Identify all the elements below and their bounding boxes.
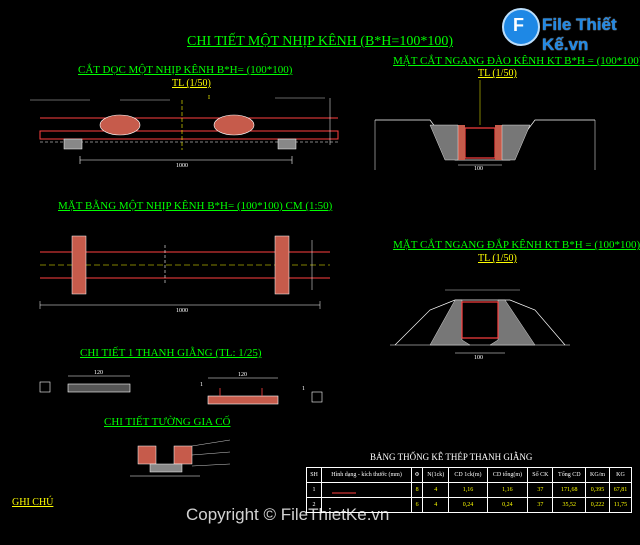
long-section-drawing	[30, 97, 339, 164]
table-cell: 1	[305, 482, 323, 498]
table-cell: 0,24	[448, 497, 488, 513]
cross-fill-drawing	[390, 289, 570, 354]
cross-fill-title: MẶT CẮT NGANG ĐẮP KÊNH KT B*H = (100*100…	[393, 239, 640, 251]
beam-length-dim: 120	[94, 370, 103, 376]
table-cell: 171,68	[552, 482, 587, 498]
beam-length-dim-2: 120	[238, 372, 247, 378]
cross-fill-scale: TL (1/50)	[478, 253, 517, 264]
table-header: KG/m	[585, 467, 610, 483]
long-section-scale: TL (1/50)	[172, 78, 211, 89]
table-cell: 37	[527, 497, 554, 513]
logo-badge-icon: F	[502, 8, 540, 46]
copyright-watermark: Copyright © FileThietKe.vn	[186, 505, 390, 524]
plan-drawing	[39, 235, 330, 309]
table-header: KG	[608, 467, 633, 483]
section-mark-i: I	[208, 95, 210, 101]
table-header: Tổng CD	[552, 467, 587, 483]
tie-beam-drawing	[39, 375, 323, 405]
table-header-row: SH Hình dạng - kích thước (mm) Φ N(1ck) …	[305, 467, 633, 483]
table-header: CD tổng(m)	[486, 467, 529, 483]
plan-span-dim: 1000	[176, 308, 188, 314]
table-cell: 4	[422, 497, 450, 513]
fill-width-dim: 100	[474, 355, 483, 361]
table-cell: 0,24	[486, 497, 529, 513]
wall-drawing	[130, 439, 231, 477]
wall-title: CHI TIẾT TƯỜNG GIA CỐ	[104, 416, 231, 428]
cross-dig-drawing	[374, 80, 596, 170]
table-header: Số CK	[527, 467, 554, 483]
cross-dig-title: MẶT CẮT NGANG ĐÀO KÊNH KT B*H = (100*100…	[393, 55, 640, 67]
plan-title: MẶT BẰNG MỘT NHỊP KÊNH B*H= (100*100) CM…	[58, 200, 333, 212]
table-cell: 2	[305, 497, 323, 513]
logo-text: File Thiết Kế.vn	[542, 15, 617, 54]
table-cell: 67,81	[608, 482, 633, 498]
cross-dig-scale: TL (1/50)	[478, 68, 517, 79]
table-header: SH	[305, 467, 323, 483]
dig-width-dim: 100	[474, 166, 483, 172]
steel-table: SH Hình dạng - kích thước (mm) Φ N(1ck) …	[305, 467, 633, 513]
section-mark-2: 1	[302, 386, 305, 392]
notes-title: GHI CHÚ	[12, 497, 54, 508]
table-header: N(1ck)	[422, 467, 450, 483]
table-cell: 37	[527, 482, 554, 498]
long-section-title: CẮT DỌC MỘT NHỊP KÊNH B*H= (100*100)	[78, 64, 293, 76]
table-cell: 0,395	[585, 482, 610, 498]
table-header: Φ	[410, 467, 424, 483]
table-header: Hình dạng - kích thước (mm)	[321, 467, 412, 483]
table-cell	[321, 482, 412, 498]
table-row: 2 6 4 0,24 0,24 37 35,52 0,222 11,75	[305, 497, 633, 513]
table-cell: 35,52	[552, 497, 587, 513]
drawing-title: CHI TIẾT MỘT NHỊP KÊNH (B*H=100*100)	[187, 34, 453, 49]
section-mark-1: 1	[200, 382, 203, 388]
table-cell: 8	[410, 482, 424, 498]
site-logo: F File Thiết Kế.vn	[502, 8, 630, 54]
table-cell: 1,16	[486, 482, 529, 498]
steel-table-title: BẢNG THỐNG KÊ THÉP THANH GIẰNG	[370, 452, 533, 462]
long-span-dim: 1000	[176, 163, 188, 169]
table-header: CD 1ck(m)	[448, 467, 488, 483]
table-cell: 1,16	[448, 482, 488, 498]
table-cell: 0,222	[585, 497, 610, 513]
table-row: 1 8 4 1,16 1,16 37 171,68 0,395 67,81	[305, 482, 633, 498]
table-cell: 11,75	[608, 497, 633, 513]
table-cell: 4	[422, 482, 450, 498]
table-cell: 6	[410, 497, 424, 513]
tie-beam-title: CHI TIẾT 1 THANH GIẰNG (TL: 1/25)	[80, 347, 262, 359]
